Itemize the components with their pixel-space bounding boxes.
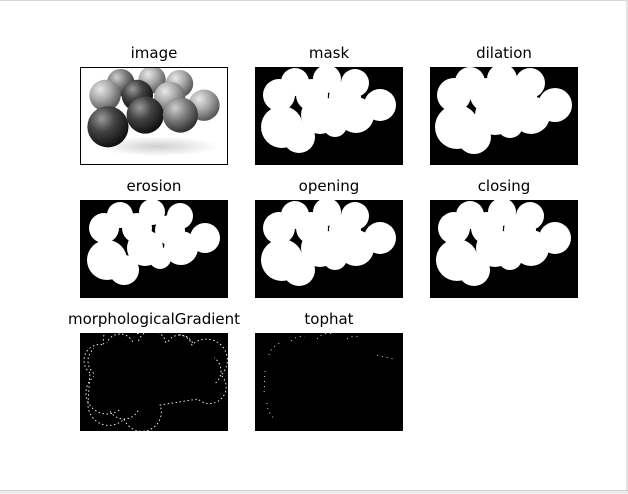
panel-morphological-gradient: morphologicalGradient: [68, 310, 240, 431]
grayscale-marbles-image: [80, 67, 228, 165]
window-top-border: [0, 0, 628, 1]
panel-title: morphologicalGradient: [67, 310, 241, 328]
erosion-image: [80, 200, 228, 298]
panel-opening: opening: [255, 177, 403, 298]
dilation-image: [430, 67, 578, 165]
panel-title: erosion: [126, 177, 182, 195]
morphological-gradient-image: [80, 333, 228, 431]
panel-title: mask: [308, 44, 350, 62]
mask-image: [255, 67, 403, 165]
panel-tophat: tophat: [255, 310, 403, 431]
panel-title: dilation: [476, 44, 532, 62]
panel-title: opening: [298, 177, 360, 195]
panel-title: image: [130, 44, 178, 62]
window-right-border: [626, 0, 628, 494]
tophat-image: [255, 333, 403, 431]
closing-image: [430, 200, 578, 298]
opening-image: [255, 200, 403, 298]
panel-mask: mask: [255, 44, 403, 165]
panel-erosion: erosion: [80, 177, 228, 298]
panel-title: tophat: [304, 310, 354, 328]
panel-dilation: dilation: [430, 44, 578, 165]
window-bottom-border: [0, 490, 628, 494]
panel-closing: closing: [430, 177, 578, 298]
panel-title: closing: [477, 177, 531, 195]
panel-image: image: [80, 44, 228, 165]
